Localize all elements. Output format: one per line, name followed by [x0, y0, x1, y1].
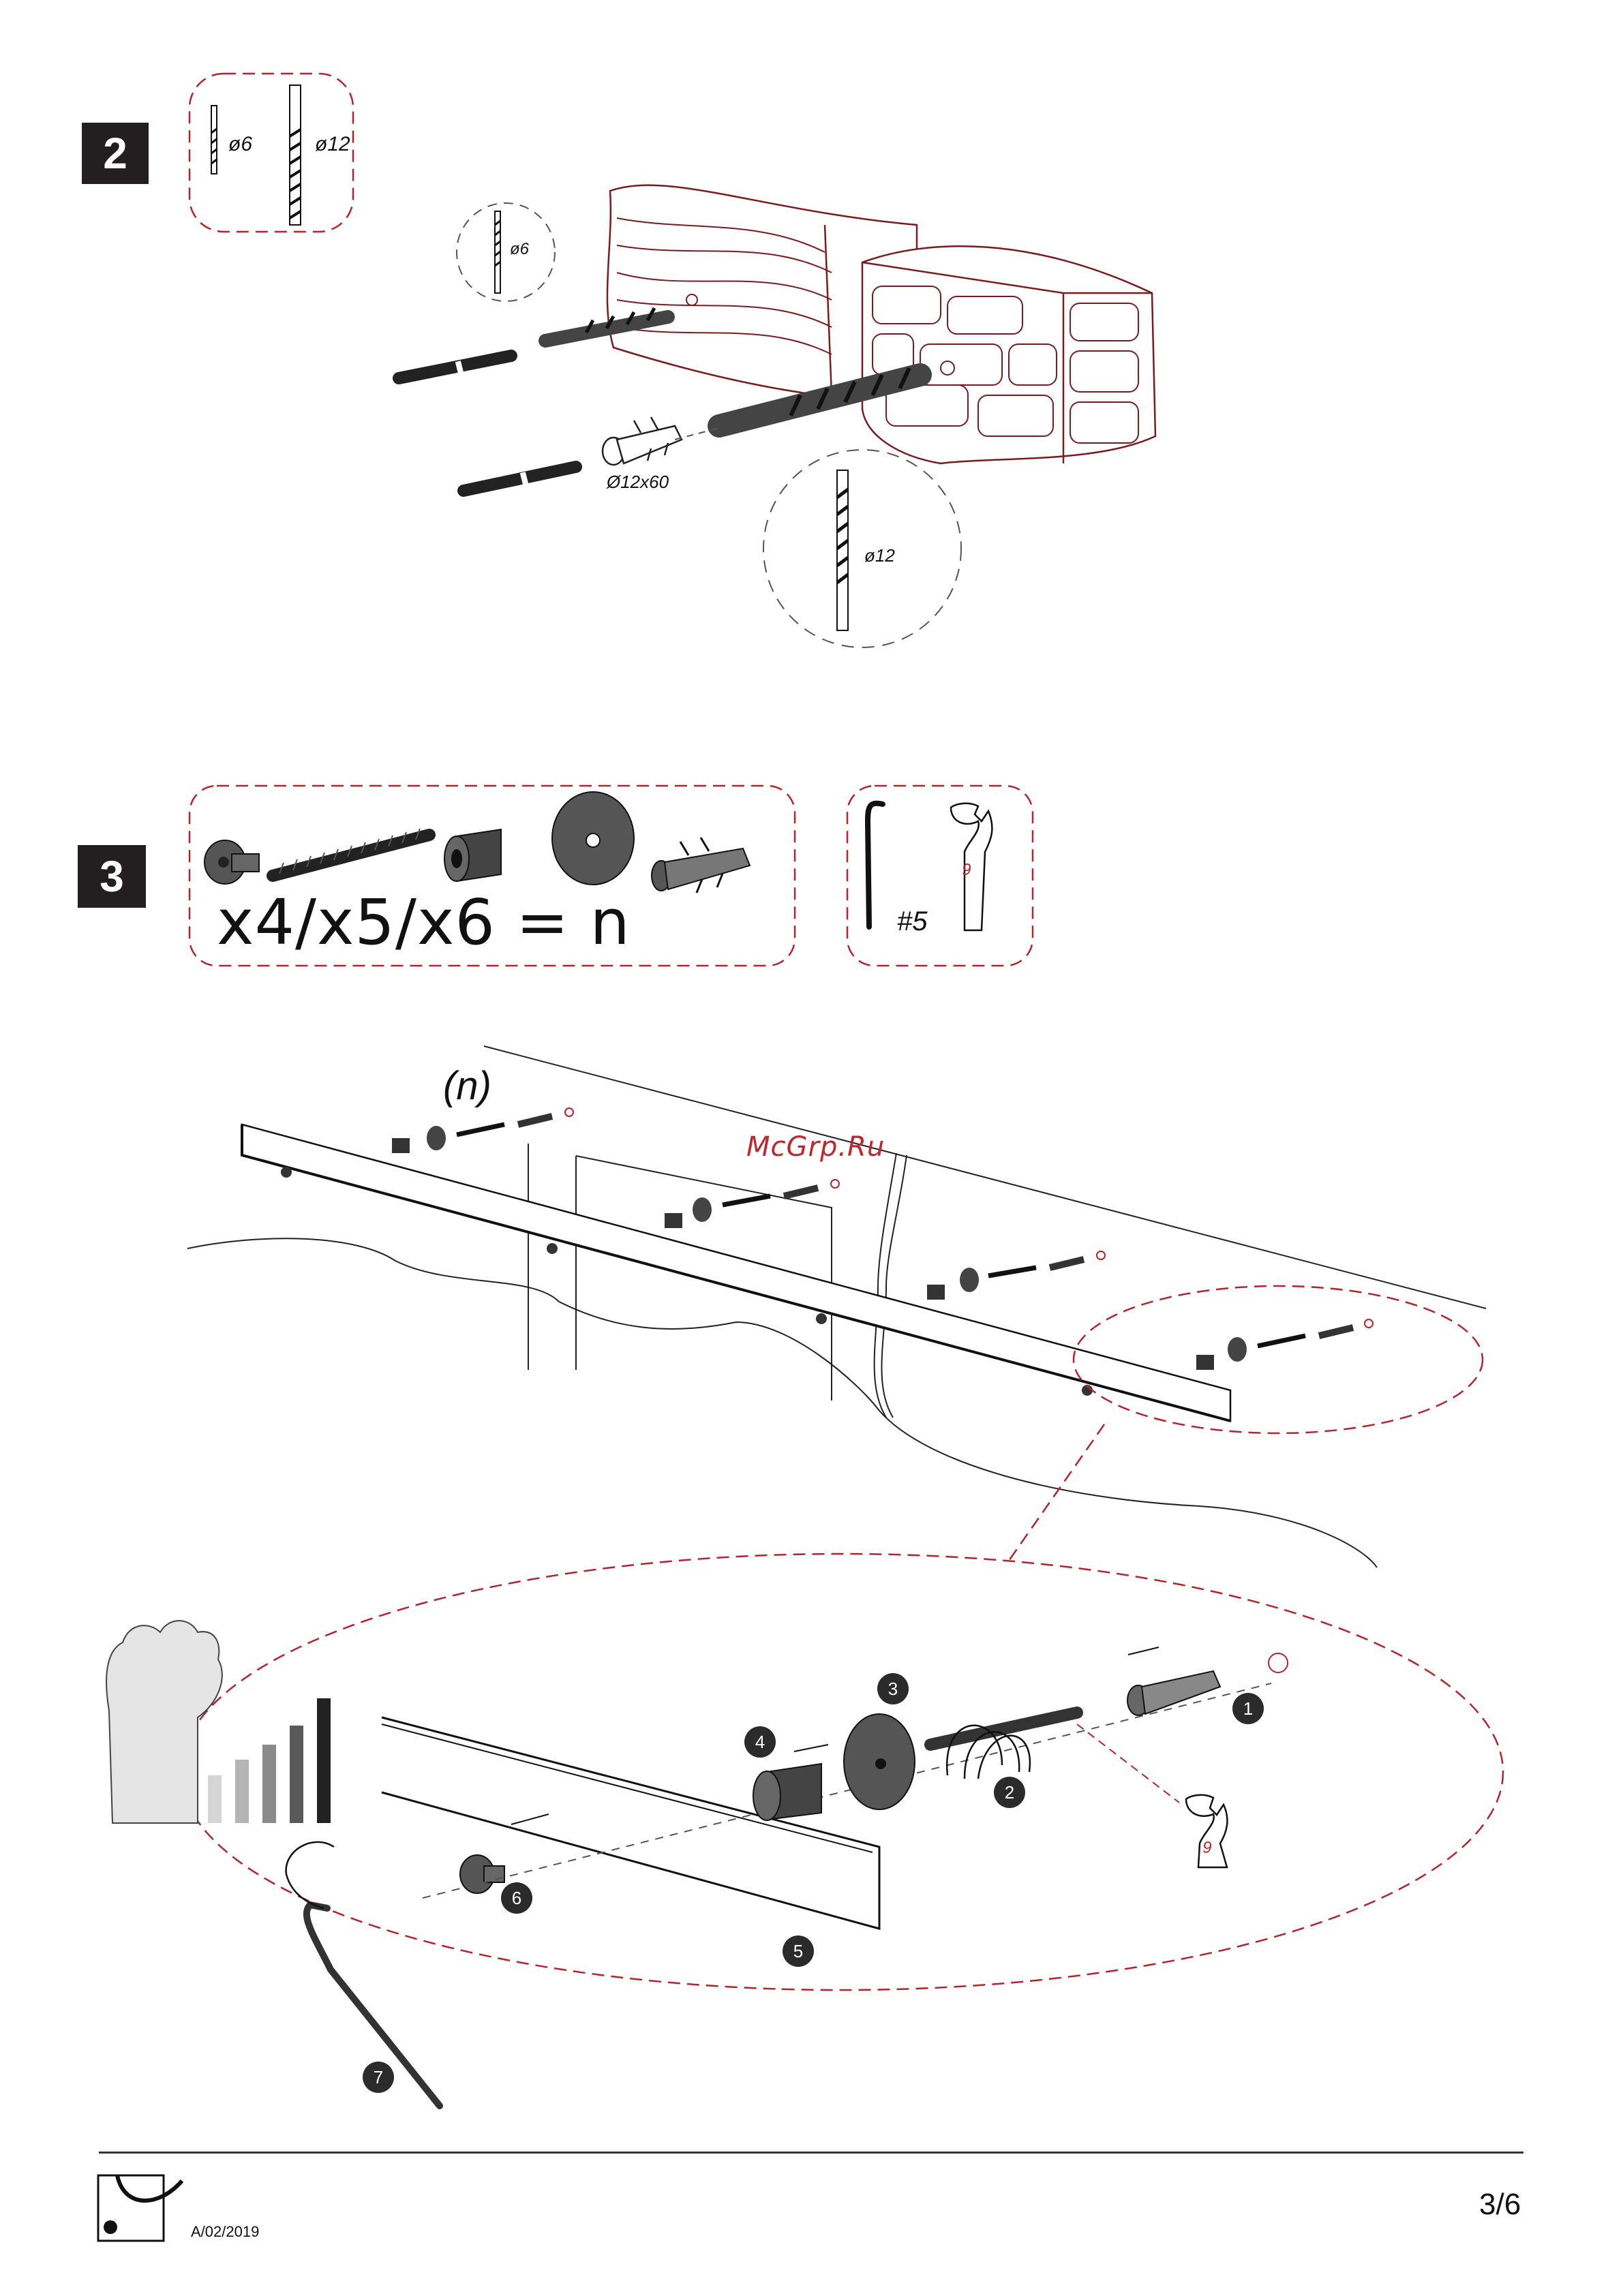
callout-5: 5 [783, 1935, 814, 1967]
callout-2: 2 [994, 1777, 1025, 1808]
document-code: A/02/2019 [191, 2223, 259, 2241]
wall-plug-icon [652, 838, 750, 893]
rail-bar [242, 1124, 1230, 1421]
washer-disc-icon [552, 792, 634, 885]
callout-6: 6 [501, 1882, 532, 1914]
quantity-formula: x4/x5/x6 = n [217, 886, 631, 959]
spacer-sleeve-icon [444, 829, 501, 881]
callout-1: 1 [1232, 1693, 1264, 1724]
drill-bit-12-icon [290, 85, 301, 225]
page-number: 3/6 [1479, 2188, 1521, 2222]
brick-wall-block [862, 246, 1155, 463]
hex-key-part [286, 1842, 440, 2106]
step-2-number: 2 [103, 128, 127, 179]
torque-level-bars [208, 1698, 331, 1823]
wrench-detail-icon [1186, 1795, 1227, 1867]
step-3-overview-illustration [177, 1029, 1500, 1595]
wrench-size-label: 6 [962, 859, 971, 878]
drill-6-callout [457, 203, 555, 301]
threaded-rod-wood [399, 356, 511, 378]
count-label: (n) [443, 1063, 491, 1109]
threaded-rod-part [930, 1713, 1077, 1779]
threaded-rod-brick [464, 467, 576, 491]
detail-zoom-ellipse [1074, 1286, 1483, 1433]
callout-small-label: ø6 [510, 240, 529, 259]
callout-4: 4 [744, 1726, 776, 1758]
footer-rule [99, 2152, 1523, 2154]
callout-3: 3 [877, 1673, 909, 1704]
threaded-rod-icon [273, 829, 429, 876]
drill-small-label: ø6 [228, 133, 252, 156]
step-3-tools-box [842, 780, 1040, 971]
spacer-sleeve-part [753, 1764, 821, 1820]
step-2-illustration [382, 177, 1200, 654]
hand-grip-icon [106, 1621, 222, 1823]
callout-7: 7 [363, 2062, 394, 2093]
washer-disc-part [844, 1714, 915, 1809]
step-3-badge: 3 [78, 845, 146, 908]
drill-bit-6-icon [211, 106, 217, 174]
step-3-detail-illustration [95, 1547, 1431, 2126]
anchor-size-label: Ø12x60 [607, 472, 669, 493]
detail-wrench-size-label: 6 [1203, 1837, 1212, 1856]
cap-bolt-icon [204, 840, 259, 884]
drill-large-label: ø12 [315, 133, 350, 156]
watermark: McGrp.Ru [746, 1131, 885, 1163]
step-3-number: 3 [100, 851, 124, 902]
callout-large-label: ø12 [864, 545, 895, 566]
hex-key-icon [868, 803, 883, 927]
drill-12-callout [763, 450, 961, 647]
hex-key-label: #5 [897, 906, 928, 937]
wall-plug-icon [603, 417, 682, 465]
step-2-badge: 2 [82, 123, 149, 184]
brand-logo [97, 2167, 185, 2242]
